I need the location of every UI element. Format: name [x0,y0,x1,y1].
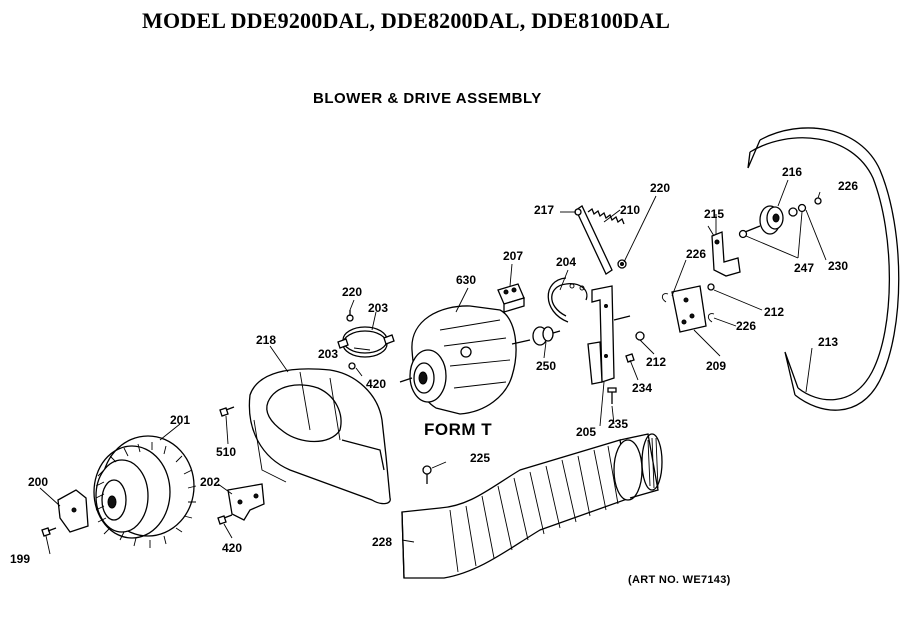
motor-clip-204 [547,277,588,323]
tension-arm-217 [574,205,613,275]
callout-207: 207 [503,249,523,263]
callout-202: 202 [200,475,220,489]
callout-220-right: 220 [650,181,670,195]
callout-216: 216 [782,165,802,179]
screw-225 [422,465,432,484]
screw-420-lower [217,514,233,525]
callout-234: 234 [632,381,652,395]
callout-218: 218 [256,333,276,347]
callout-250: 250 [536,359,556,373]
callout-205: 205 [576,425,596,439]
assembly-title: BLOWER & DRIVE ASSEMBLY [313,90,542,107]
callout-204: 204 [556,255,576,269]
idler-plate-209 [661,283,715,333]
callout-217: 217 [534,203,554,217]
centrifugal-switch-207 [497,283,525,313]
callout-212-right: 212 [764,305,784,319]
callout-420-upper: 420 [366,377,386,391]
blower-wheel-201 [93,435,197,548]
drive-belt-213 [747,127,900,411]
screw-510 [219,406,235,417]
callout-225: 225 [470,451,490,465]
callout-226-lower: 226 [736,319,756,333]
idler-bracket-215 [707,225,741,277]
blower-bracket-202 [227,483,265,521]
callout-220-left: 220 [342,285,362,299]
callout-235: 235 [608,417,628,431]
callout-247: 247 [794,261,814,275]
callout-201: 201 [170,413,190,427]
callout-203-left: 203 [318,347,338,361]
callout-213: 213 [818,335,838,349]
drive-motor-630 [399,305,561,415]
callout-420-lower: 420 [222,541,242,555]
callout-210: 210 [620,203,640,217]
callout-630: 630 [456,273,476,287]
callout-209: 209 [706,359,726,373]
callout-203-right: 203 [368,301,388,315]
callout-228: 228 [372,535,392,549]
screw-199 [41,527,57,537]
callout-199: 199 [10,552,30,566]
motor-clamp-203 [337,310,395,370]
art-number: (ART NO. WE7143) [628,574,731,586]
exhaust-duct-228 [401,433,663,579]
callout-215: 215 [704,207,724,221]
form-label: FORM T [424,420,493,439]
callout-230: 230 [828,259,848,273]
blower-housing-218 [248,368,391,505]
model-title: MODEL DDE9200DAL, DDE8200DAL, DDE8100DAL [142,8,671,33]
callout-200: 200 [28,475,48,489]
wheel-bracket-200 [57,489,89,533]
idler-pulley-216 [738,197,822,239]
spring-210 [587,207,625,225]
callout-510: 510 [216,445,236,459]
callout-226-mid: 226 [686,247,706,261]
leader-lines [39,179,827,555]
motor-mount-205 [587,285,645,404]
callout-212-center: 212 [646,355,666,369]
callout-226-top: 226 [838,179,858,193]
callout-labels: 199 200 201 202 420 510 218 220 203 203 … [10,165,858,566]
